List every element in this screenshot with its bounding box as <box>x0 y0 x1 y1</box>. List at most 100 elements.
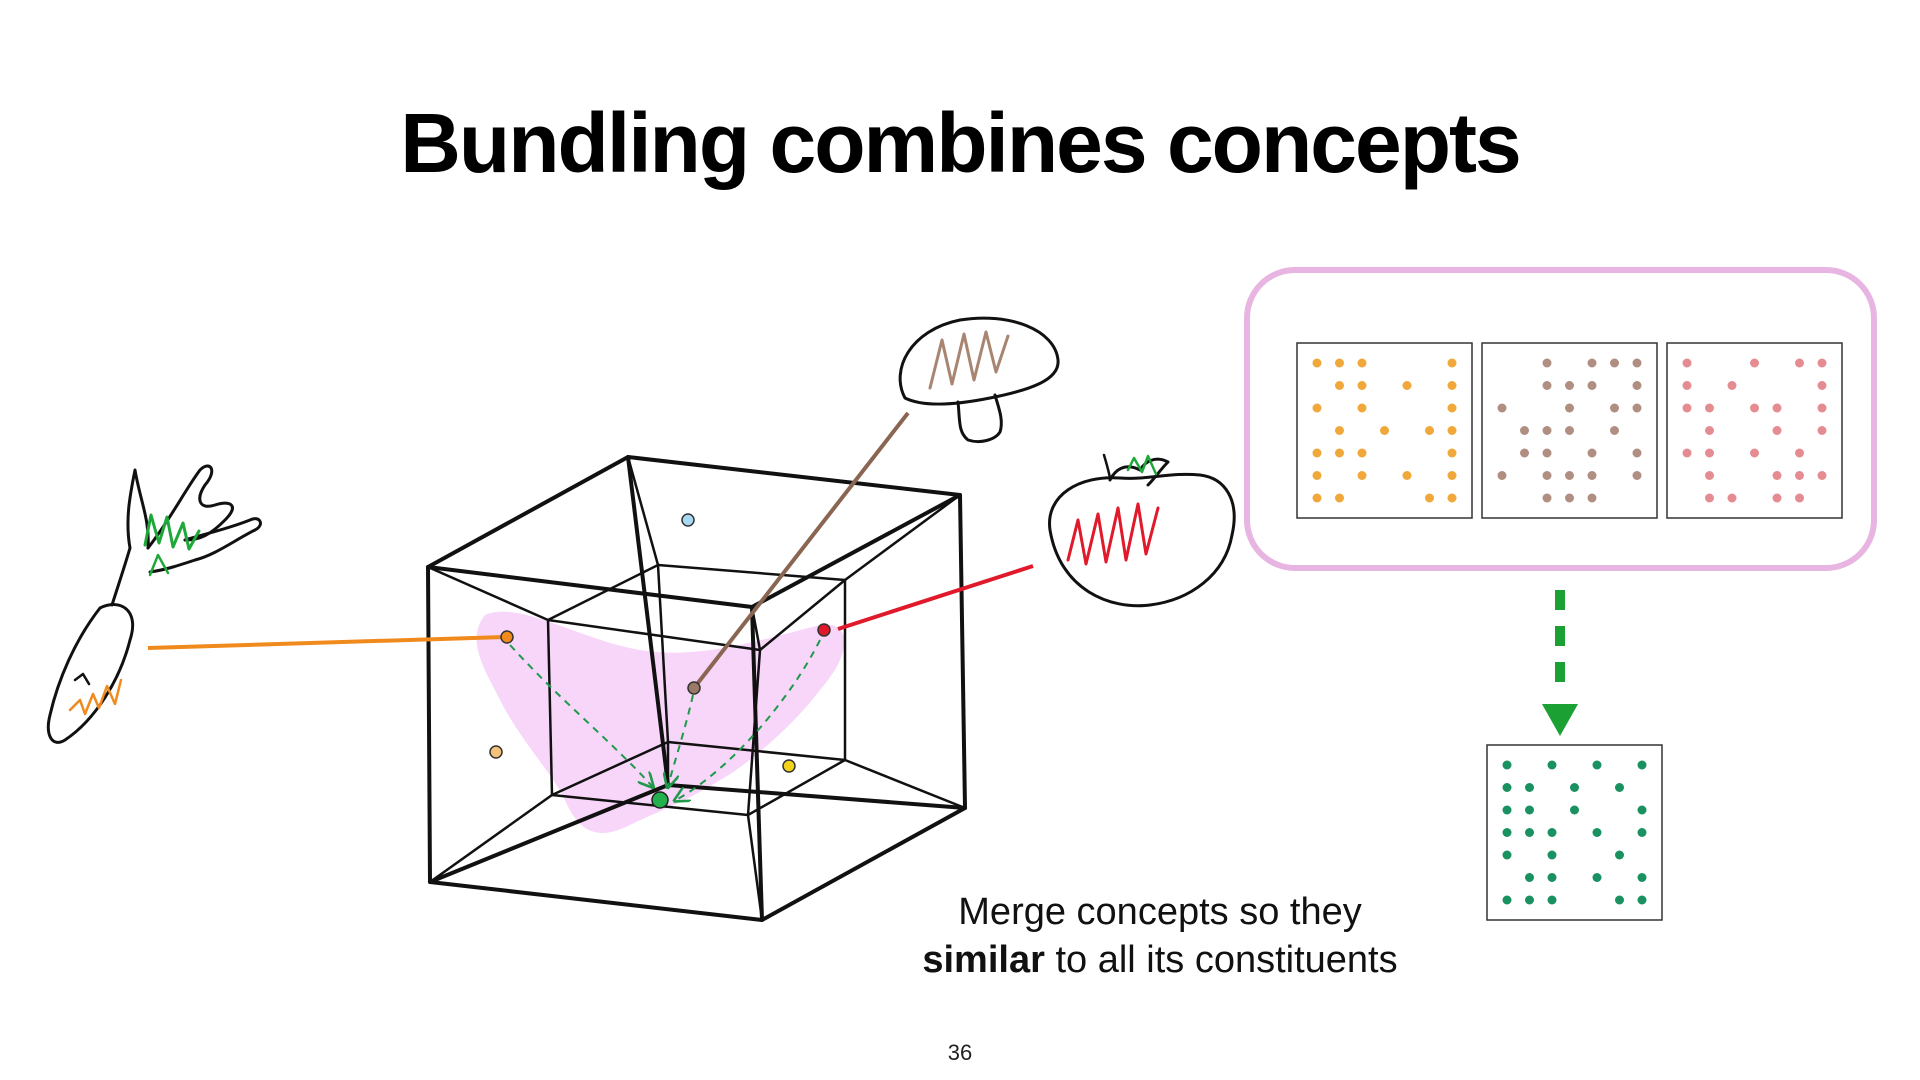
pattern-dot <box>1615 895 1624 905</box>
pattern-dot <box>1610 403 1619 413</box>
pattern-dot <box>1592 828 1602 837</box>
pattern-dot <box>1570 805 1579 815</box>
pattern-dot <box>1335 358 1344 368</box>
pattern-dot <box>1632 448 1642 458</box>
pattern-dot <box>1592 760 1602 770</box>
pattern-dot <box>1542 426 1552 435</box>
pattern-dot <box>1817 403 1827 413</box>
pattern-dot <box>1637 873 1647 882</box>
pattern-dot <box>1750 358 1759 368</box>
pattern-dot <box>1447 403 1457 413</box>
pattern-dot <box>1772 493 1782 503</box>
pattern-dot <box>1632 471 1642 480</box>
pattern-dot <box>1335 426 1344 435</box>
tomato-sketch-icon <box>1048 453 1236 608</box>
caption: Merge concepts so they similar to all it… <box>860 888 1460 984</box>
concept-patterns-group-box <box>1244 267 1877 571</box>
pattern-dot <box>1727 493 1737 503</box>
pattern-dot <box>1750 403 1759 413</box>
pattern-dot <box>1312 493 1322 503</box>
hypercube-icon <box>426 455 967 922</box>
dashed-down-arrow-icon <box>1542 590 1578 736</box>
bundled-pattern-panel-frame <box>1486 744 1663 921</box>
pattern-dot <box>1425 426 1434 435</box>
mushroom-point <box>687 681 701 695</box>
pattern-dot <box>1357 358 1367 368</box>
pattern-dot <box>1705 426 1714 435</box>
pattern-dot <box>1520 448 1529 458</box>
other-point-yellow <box>782 759 796 773</box>
pattern-dot <box>1542 493 1552 503</box>
pattern-dot <box>1705 403 1714 413</box>
pattern-dot <box>1570 783 1579 792</box>
pattern-dot <box>1682 403 1692 413</box>
pattern-dot <box>1547 828 1557 837</box>
pattern-dot <box>1772 471 1782 480</box>
pattern-dot <box>1525 873 1534 882</box>
pattern-dot <box>1447 426 1457 435</box>
pattern-dot <box>1525 805 1534 815</box>
page-number: 36 <box>947 1040 973 1065</box>
slide-title: Bundling combines concepts <box>400 96 1521 190</box>
pattern-dot <box>1795 448 1804 458</box>
pattern-dot <box>1587 471 1597 480</box>
pattern-dot <box>1565 381 1574 390</box>
tomato-pattern-panel-frame <box>1666 342 1843 519</box>
pattern-dot <box>1502 828 1512 837</box>
pattern-dot <box>1380 426 1389 435</box>
pattern-dot <box>1565 471 1574 480</box>
pattern-dot <box>1727 381 1737 390</box>
pattern-dot <box>1547 895 1557 905</box>
pattern-dot <box>1547 850 1557 860</box>
caption-line-2-rest: to all its constituents <box>1044 939 1398 981</box>
pattern-dot <box>1610 358 1619 368</box>
pattern-dot <box>1502 783 1512 792</box>
pattern-dot <box>1542 448 1552 458</box>
pattern-dot <box>1637 805 1647 815</box>
pattern-dot <box>1547 760 1557 770</box>
carrot-pattern-panel <box>1296 342 1473 519</box>
pattern-dot <box>1682 358 1692 368</box>
pattern-dot <box>1795 358 1804 368</box>
pattern-dot <box>1705 493 1714 503</box>
pattern-dot <box>1795 471 1804 480</box>
pattern-dot <box>1502 760 1512 770</box>
pattern-dot <box>1497 471 1507 480</box>
pattern-dot <box>1547 873 1557 882</box>
pattern-dot <box>1502 895 1512 905</box>
pattern-dot <box>1312 471 1322 480</box>
carrot-connector-line <box>147 635 506 650</box>
caption-line-1: Merge concepts so they <box>958 891 1362 933</box>
pattern-dot <box>1312 403 1322 413</box>
pattern-dot <box>1542 381 1552 390</box>
pattern-dot <box>1335 493 1344 503</box>
pattern-dot <box>1402 381 1412 390</box>
tomato-connector-line <box>837 564 1034 631</box>
carrot-point <box>500 630 514 644</box>
bundle-point <box>651 791 669 809</box>
pattern-dot <box>1615 783 1624 792</box>
pattern-dot <box>1795 493 1804 503</box>
caption-bold-word: similar <box>922 939 1045 981</box>
pattern-dot <box>1425 493 1434 503</box>
pattern-dot <box>1447 381 1457 390</box>
pattern-dot <box>1502 850 1512 860</box>
pattern-dot <box>1610 426 1619 435</box>
pattern-dot <box>1772 426 1782 435</box>
pattern-dot <box>1402 471 1412 480</box>
mushroom-pattern-panel <box>1481 342 1658 519</box>
pattern-dot <box>1632 358 1642 368</box>
pattern-dot <box>1335 448 1344 458</box>
pattern-dot <box>1312 448 1322 458</box>
pattern-dot <box>1587 381 1597 390</box>
pattern-dot <box>1682 381 1692 390</box>
pattern-dot <box>1525 783 1534 792</box>
tomato-point <box>817 623 831 637</box>
pattern-dot <box>1817 426 1827 435</box>
pattern-dot <box>1682 448 1692 458</box>
pattern-dot <box>1447 471 1457 480</box>
pattern-dot <box>1750 448 1759 458</box>
pattern-dot <box>1357 381 1367 390</box>
pattern-dot <box>1502 805 1512 815</box>
pattern-dot <box>1335 381 1344 390</box>
